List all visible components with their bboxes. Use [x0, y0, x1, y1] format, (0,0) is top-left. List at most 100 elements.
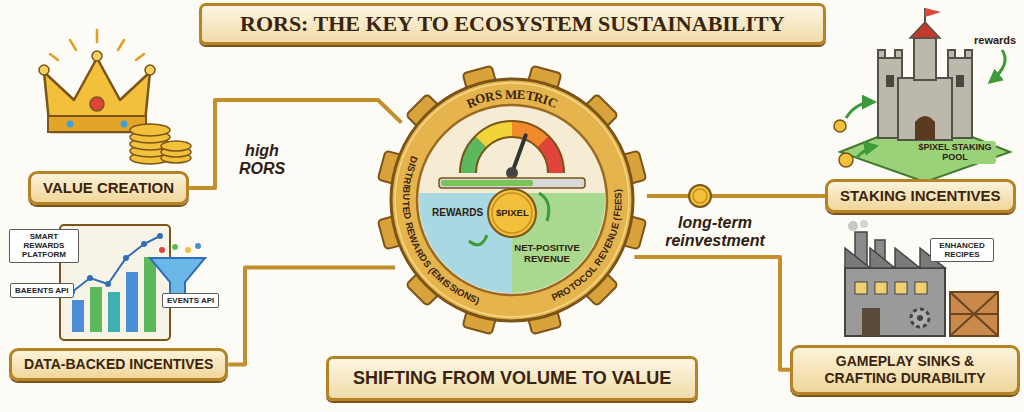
plaque-text: GAMEPLAY SINKS & CRAFTING DURABILITY	[805, 353, 1005, 387]
crafting-factory	[845, 268, 945, 336]
glyph: D	[402, 212, 412, 220]
data-chart	[150, 258, 205, 296]
crown-coins	[67, 121, 74, 128]
note-label: rewards	[974, 34, 1016, 47]
glyph: U	[401, 194, 411, 201]
arc-label: PROTOCOL REVENUE (FEES)	[377, 65, 647, 335]
staking-castle	[910, 22, 940, 38]
gauge-label: $PIXEL	[496, 208, 529, 219]
crafting-factory	[917, 315, 923, 321]
crafting-factory	[950, 292, 998, 336]
tag-text: ENHANCED RECIPES	[935, 241, 989, 259]
label-plaque: VALUE CREATION	[28, 171, 189, 205]
crown-coins	[44, 58, 150, 132]
crown-coins	[39, 30, 191, 164]
tag-text: SMART REWARDS PLATFORM	[14, 232, 74, 260]
crown-coins	[50, 30, 144, 60]
needle-hub	[506, 167, 518, 179]
connector	[189, 100, 401, 188]
arc-label: RORS METRIC	[377, 65, 647, 335]
crown-coins	[161, 141, 191, 151]
data-chart	[126, 272, 138, 332]
gauge-segment	[481, 129, 512, 142]
staking-castle	[856, 146, 876, 158]
gauge-label: REWARDS	[432, 207, 483, 219]
crown-coins	[121, 121, 128, 128]
plaque-text: DATA-BACKED INCENTIVES	[24, 356, 213, 373]
plaque-text: STAKING INCENTIVES	[840, 187, 1001, 205]
crown-coins	[96, 30, 99, 42]
connector	[228, 268, 395, 365]
tag-box: ENHANCED RECIPES	[930, 238, 994, 262]
glyph	[501, 88, 505, 101]
crown-coins	[130, 124, 170, 136]
crown-coins	[130, 124, 191, 164]
gold-coin	[689, 185, 711, 207]
crown-coins	[90, 97, 104, 111]
data-chart	[159, 247, 165, 253]
crafting-factory	[845, 220, 998, 336]
gold-coin	[693, 189, 707, 203]
data-chart	[185, 247, 191, 253]
gauge-segment	[468, 142, 481, 173]
crown-coins	[136, 54, 144, 60]
data-chart	[108, 292, 120, 332]
crafting-factory	[855, 282, 867, 294]
staking-castle	[878, 38, 972, 140]
crown-coins	[50, 54, 58, 60]
glyph: E	[613, 199, 623, 206]
crown-coins	[92, 51, 102, 61]
pixel-coin	[488, 189, 536, 237]
connector	[634, 257, 790, 370]
label-plaque: STAKING INCENTIVES	[825, 179, 1016, 213]
arc-label: DISTRIBUTED REWARDS (EMISSIONS)	[377, 65, 647, 335]
glyph: S	[494, 88, 503, 102]
data-chart	[172, 244, 178, 250]
data-chart	[123, 255, 129, 261]
staking-castle	[956, 75, 964, 87]
data-chart	[144, 257, 156, 332]
tag-text: BAEENTS API	[15, 286, 69, 295]
tag-box: SMART REWARDS PLATFORM	[9, 229, 79, 263]
glyph: M	[505, 87, 517, 100]
connector	[647, 194, 825, 198]
data-chart	[157, 233, 163, 239]
staking-castle	[895, 50, 902, 58]
staking-castle	[898, 78, 952, 140]
progress-fill	[441, 180, 533, 186]
crafting-factory	[911, 309, 929, 327]
staking-castle	[839, 153, 853, 167]
crafting-factory	[862, 308, 880, 336]
crafting-factory	[875, 282, 887, 294]
tag-box: EVENTS API	[162, 293, 219, 308]
staking-castle	[925, 8, 941, 17]
gauge-needle	[512, 135, 526, 173]
progress-bar	[439, 178, 585, 188]
cycle-arrow	[539, 193, 549, 221]
data-chart	[195, 243, 201, 249]
staking-castle	[965, 50, 972, 58]
staking-castle	[990, 50, 1005, 82]
data-chart	[69, 233, 163, 295]
tag-text: EVENTS API	[167, 296, 214, 305]
edge-label: high RORS	[232, 142, 292, 179]
data-chart	[90, 287, 102, 332]
gear-metric: RORS METRICDISTRIBUTED REWARDS (EMISSION…	[377, 65, 647, 335]
crafting-factory	[860, 220, 868, 228]
label-plaque: GAMEPLAY SINKS & CRAFTING DURABILITY	[790, 345, 1020, 395]
label-plaque: DATA-BACKED INCENTIVES	[9, 348, 228, 381]
staking-castle	[834, 120, 846, 132]
glyph: B	[401, 186, 411, 194]
caption-banner: SHIFTING FROM VOLUME TO VALUE	[326, 356, 698, 401]
staking-castle	[915, 116, 935, 140]
staking-castle	[948, 50, 955, 58]
cycle-arrow	[469, 235, 487, 245]
gold-coin	[689, 185, 711, 207]
data-chart	[105, 281, 111, 287]
gauge-label: NET-POSITIVE REVENUE	[507, 243, 587, 265]
edge-label: long-term reinvestment	[655, 214, 775, 251]
pixel-coin	[492, 193, 532, 233]
data-chart	[72, 236, 160, 292]
gear-shape	[377, 65, 647, 335]
staking-castle	[846, 102, 874, 118]
